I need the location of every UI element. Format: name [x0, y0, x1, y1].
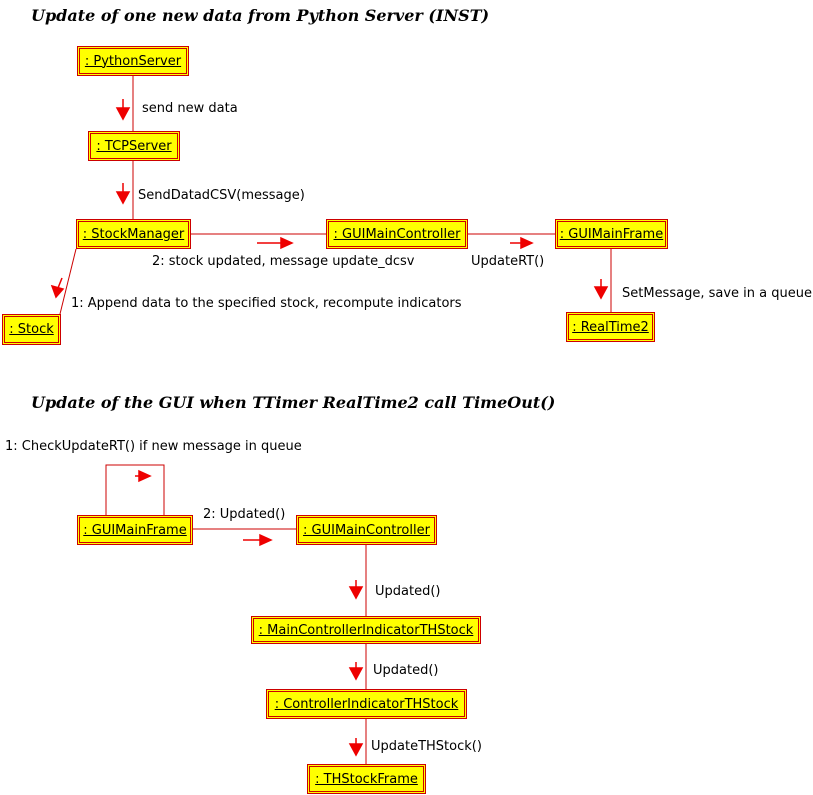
arrow-updated-a [348, 586, 364, 600]
object-gui-main-controller-top[interactable]: : GUIMainController [326, 219, 468, 249]
object-realtime2[interactable]: : RealTime2 [566, 312, 655, 342]
arrow-senddatadcsv [115, 191, 131, 205]
message-updated-2: 2: Updated() [203, 507, 286, 522]
arrow-setmessage [593, 286, 609, 300]
message-updated-b: Updated() [373, 663, 439, 678]
object-python-server[interactable]: : PythonServer [77, 46, 189, 76]
message-check-update-rt: 1: CheckUpdateRT() if new message in que… [5, 439, 302, 454]
arrow-check-update [138, 469, 152, 483]
object-stock-manager[interactable]: : StockManager [76, 219, 191, 249]
diagram-title-bottom: Update of the GUI when TTimer RealTime2 … [31, 393, 556, 412]
message-updated-a: Updated() [375, 584, 441, 599]
message-update-rt: UpdateRT() [471, 254, 545, 269]
arrow-updated-b [348, 667, 364, 681]
link-stockmanager-stock [59, 248, 77, 315]
arrow-append-data [50, 284, 65, 299]
message-append-data: 1: Append data to the specified stock, r… [71, 296, 462, 311]
object-stock[interactable]: : Stock [2, 314, 61, 345]
message-stock-updated: 2: stock updated, message update_dcsv [152, 254, 415, 269]
object-gui-main-frame-top[interactable]: : GUIMainFrame [555, 219, 668, 249]
message-update-thstock: UpdateTHStock() [371, 739, 482, 754]
link-self-loop [105, 464, 165, 515]
message-senddatadcsv: SendDatadCSV(message) [138, 188, 305, 203]
object-gui-main-frame-bottom[interactable]: : GUIMainFrame [77, 515, 193, 545]
object-thstock-frame[interactable]: : THStockFrame [307, 764, 426, 794]
object-main-controller-indicator-thstock[interactable]: : MainControllerIndicatorTHStock [251, 616, 481, 644]
object-controller-indicator-thstock[interactable]: : ControllerIndicatorTHStock [266, 689, 467, 719]
object-gui-main-controller-bottom[interactable]: : GUIMainController [296, 515, 437, 545]
arrow-update-rt [520, 236, 534, 250]
message-send-new-data: send new data [142, 101, 238, 116]
arrow-send-new-data [115, 107, 131, 121]
diagram-title-top: Update of one new data from Python Serve… [31, 6, 490, 25]
arrow-stock-updated [280, 236, 294, 250]
arrow-updatethstock [348, 743, 364, 757]
message-set-message: SetMessage, save in a queue [622, 286, 812, 301]
arrow-updated-2 [259, 533, 273, 547]
object-tcp-server[interactable]: : TCPServer [88, 131, 180, 161]
